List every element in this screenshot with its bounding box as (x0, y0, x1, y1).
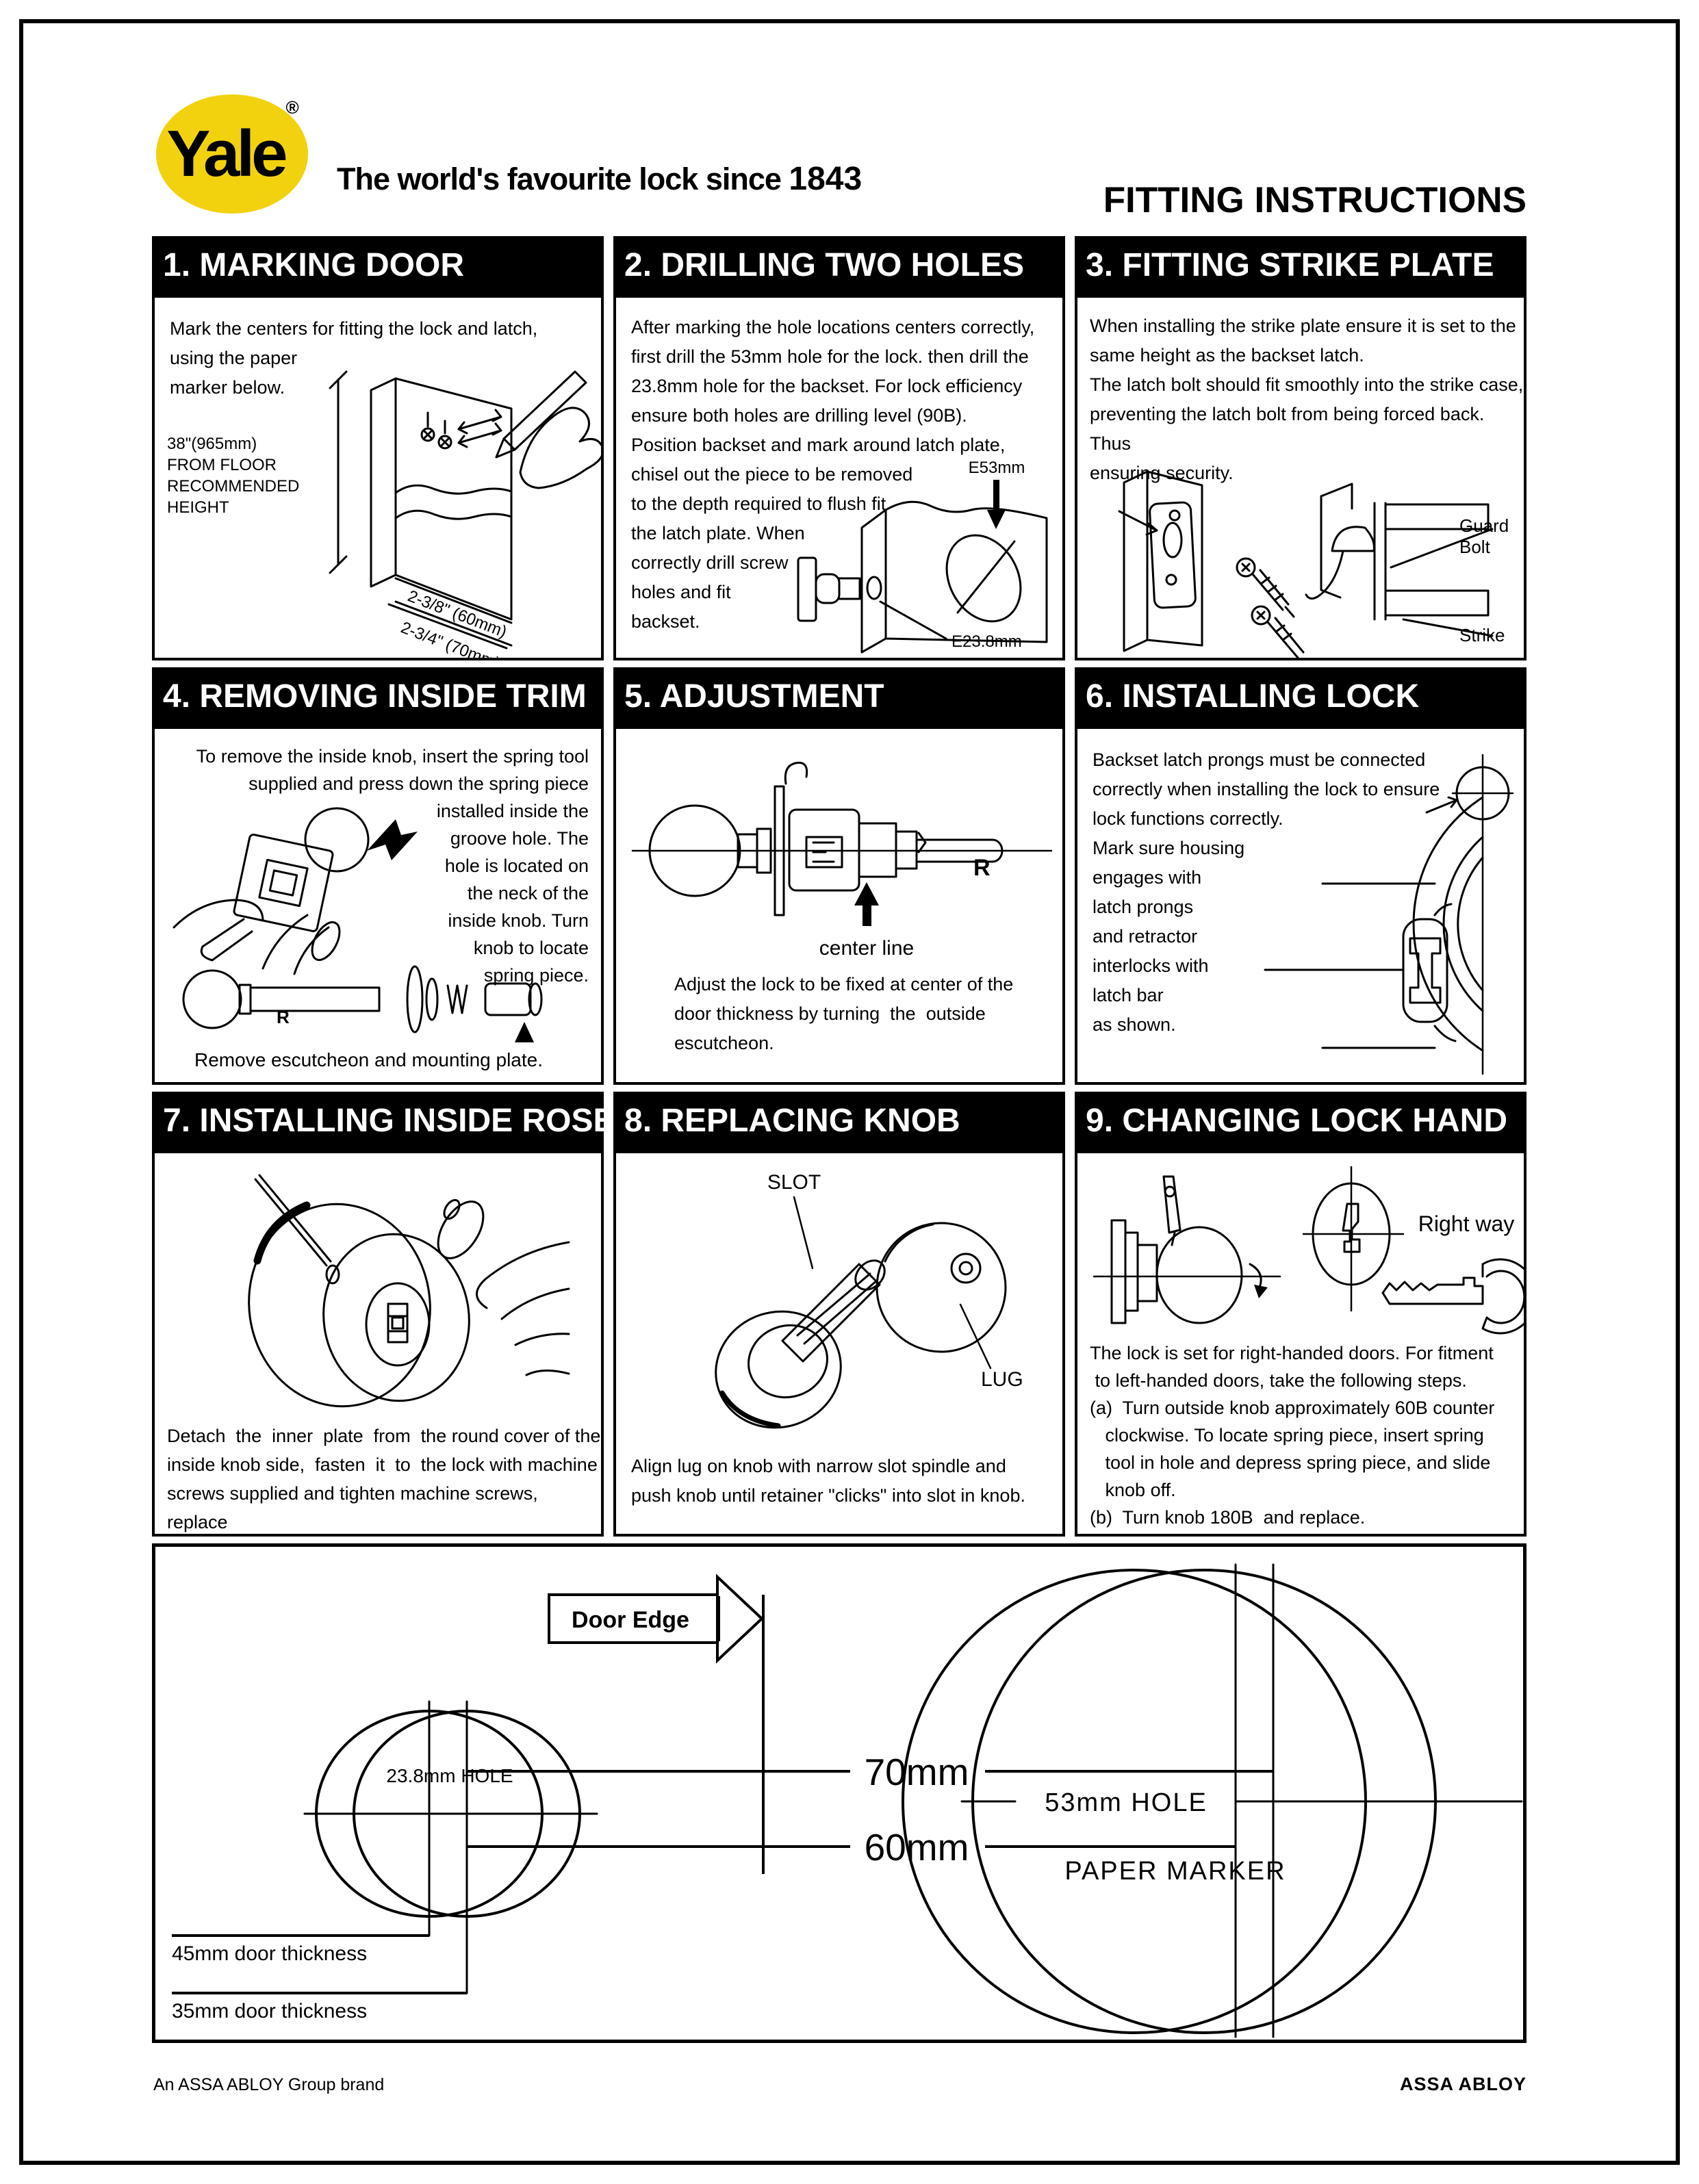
panel-4-removing-inside-trim: 4. REMOVING INSIDE TRIM To remove the in… (152, 667, 604, 1085)
panel-9-changing-lock-hand: 9. CHANGING LOCK HAND Right way The lock… (1075, 1092, 1526, 1537)
panel-4-text: To remove the inside knob, insert the sp… (196, 746, 589, 986)
dim-60-label: 60mm (865, 1826, 969, 1868)
panel-4-body: To remove the inside knob, insert the sp… (152, 726, 604, 1085)
panel-5-title: 5. ADJUSTMENT (624, 678, 884, 715)
hole-53mm-label: E53mm (969, 459, 1025, 477)
hole-small-label: 23.8mm HOLE (386, 1765, 513, 1786)
panel-9-title: 9. CHANGING LOCK HAND (1086, 1103, 1508, 1139)
hole-large-label: 53mm HOLE (1045, 1788, 1208, 1817)
panel-4-caption: Remove escutcheon and mounting plate. (194, 1049, 543, 1070)
panel-6-text: Backset latch prongs must be connected c… (1093, 749, 1440, 1035)
panel-6-body: Backset latch prongs must be connected c… (1075, 726, 1526, 1085)
footer-brand-note: An ASSA ABLOY Group brand (153, 2075, 385, 2094)
panel-9-text: The lock is set for right-handed doors. … (1090, 1343, 1495, 1528)
dim-70-label: 70mm (865, 1751, 969, 1793)
panel-5-header: 5. ADJUSTMENT (613, 667, 1065, 726)
panel-5-adjustment: 5. ADJUSTMENT R center line Adjust the l… (613, 667, 1065, 1085)
changing-hand-illustration: Right way (1093, 1166, 1524, 1335)
panel-1-body: Mark the centers for fitting the lock an… (152, 295, 604, 660)
panel-2-drilling-two-holes: 2. DRILLING TWO HOLES After marking the … (613, 236, 1065, 660)
lug-label: LUG (981, 1368, 1023, 1391)
yale-logo-text: Yale® (166, 97, 299, 190)
panel-3-header: 3. FITTING STRIKE PLATE (1075, 236, 1526, 295)
panel-1-header: 1. MARKING DOOR (152, 236, 604, 295)
thickness-35-label: 35mm door thickness (172, 2000, 367, 2022)
panel-3-fitting-strike-plate: 3. FITTING STRIKE PLATE When installing … (1075, 236, 1526, 660)
paper-marker-template: Door Edge 23.8mm HOLE 45mm door thicknes… (152, 1543, 1526, 2043)
replacing-knob-illustration: SLOT LUG (715, 1171, 1023, 1429)
panel-5-body: R center line Adjust the lock to be fixe… (613, 726, 1065, 1085)
page-frame (19, 19, 1680, 2165)
tagline-year: 1843 (789, 161, 863, 197)
thickness-45-label: 45mm door thickness (172, 1942, 367, 1965)
slot-label: SLOT (767, 1171, 821, 1194)
panel-1-text: Mark the centers for fitting the lock an… (170, 318, 538, 398)
registered-mark: ® (285, 97, 299, 118)
brand-tagline: The world's favourite lock since 1843 (337, 161, 863, 197)
center-line-label: center line (819, 937, 914, 960)
panel-7-header: 7. INSTALLING INSIDE ROSE (152, 1092, 615, 1151)
panel-8-body: SLOT LUG Align lug on knob with narrow s… (613, 1151, 1065, 1537)
installing-lock-illustration (1264, 754, 1514, 1075)
panel-7-body: Detach the inner plate from the round co… (152, 1151, 604, 1537)
template-diagram: Door Edge 23.8mm HOLE 45mm door thicknes… (172, 1563, 1523, 2038)
panel-3-text: When installing the strike plate ensure … (1090, 316, 1524, 483)
panel-2-header: 2. DRILLING TWO HOLES (613, 236, 1065, 295)
panel-1-marking-door: 1. MARKING DOOR Mark the centers for fit… (152, 236, 604, 660)
height-label: 38"(965mm) FROM FLOOR RECOMMENDED HEIGHT (167, 435, 300, 517)
panel-1-title: 1. MARKING DOOR (163, 247, 465, 283)
panel-6-installing-lock: 6. INSTALLING LOCK Backset latch prongs … (1075, 667, 1526, 1085)
panel-8-text: Align lug on knob with narrow slot spind… (631, 1456, 1025, 1506)
hole-23-8mm-label: E23.8mm (951, 632, 1022, 651)
marking-door-illustration: 2-3/8" (60mm) 2-3/4" (70mm) (329, 370, 601, 658)
strike-label: Strike (1459, 625, 1505, 645)
door-edge-label: Door Edge (572, 1607, 689, 1633)
r-marking-label: R (277, 1007, 290, 1027)
strike-plate-illustration (1118, 470, 1494, 658)
panel-2-body: After marking the hole locations centers… (613, 295, 1065, 660)
panel-2-text: After marking the hole locations centers… (631, 317, 1035, 632)
panel-7-text: Detach the inner plate from the round co… (167, 1426, 601, 1532)
panel-8-title: 8. REPLACING KNOB (624, 1103, 960, 1139)
panel-4-header: 4. REMOVING INSIDE TRIM (152, 667, 604, 726)
page-title: FITTING INSTRUCTIONS (1103, 180, 1526, 220)
panel-3-body: When installing the strike plate ensure … (1075, 295, 1526, 660)
panel-7-installing-inside-rose: 7. INSTALLING INSIDE ROSE Detach the inn… (152, 1092, 615, 1537)
escutcheon-exploded-illustration: R (182, 965, 543, 1042)
right-way-label: Right way (1418, 1211, 1515, 1236)
drilling-holes-illustration: E53mm E23.8mm (797, 459, 1048, 654)
panel-9-body: Right way The lock is set for right-hand… (1075, 1151, 1526, 1537)
removing-trim-illustration (173, 807, 418, 975)
footer-assa-abloy: ASSA ABLOY (1399, 2074, 1526, 2094)
panel-9-header: 9. CHANGING LOCK HAND (1075, 1092, 1526, 1151)
panel-6-title: 6. INSTALLING LOCK (1086, 678, 1420, 715)
panel-6-header: 6. INSTALLING LOCK (1075, 667, 1526, 726)
panel-2-title: 2. DRILLING TWO HOLES (624, 247, 1024, 283)
panel-4-title: 4. REMOVING INSIDE TRIM (163, 678, 587, 715)
adjustment-illustration: R center line (631, 761, 1053, 960)
panel-8-header: 8. REPLACING KNOB (613, 1092, 1065, 1151)
panel-7-title: 7. INSTALLING INSIDE ROSE (163, 1103, 615, 1139)
panel-8-replacing-knob: 8. REPLACING KNOB SLOT LUG Align lug on … (613, 1092, 1065, 1537)
r-handing-label: R (973, 855, 991, 881)
guard-bolt-label: Guard Bolt (1459, 515, 1509, 557)
inside-rose-illustration (248, 1174, 570, 1408)
paper-marker-label: PAPER MARKER (1064, 1857, 1286, 1886)
yale-logo: Yale® (156, 94, 308, 214)
panel-5-text: Adjust the lock to be fixed at center of… (674, 974, 1014, 1053)
panel-3-title: 3. FITTING STRIKE PLATE (1086, 247, 1494, 283)
